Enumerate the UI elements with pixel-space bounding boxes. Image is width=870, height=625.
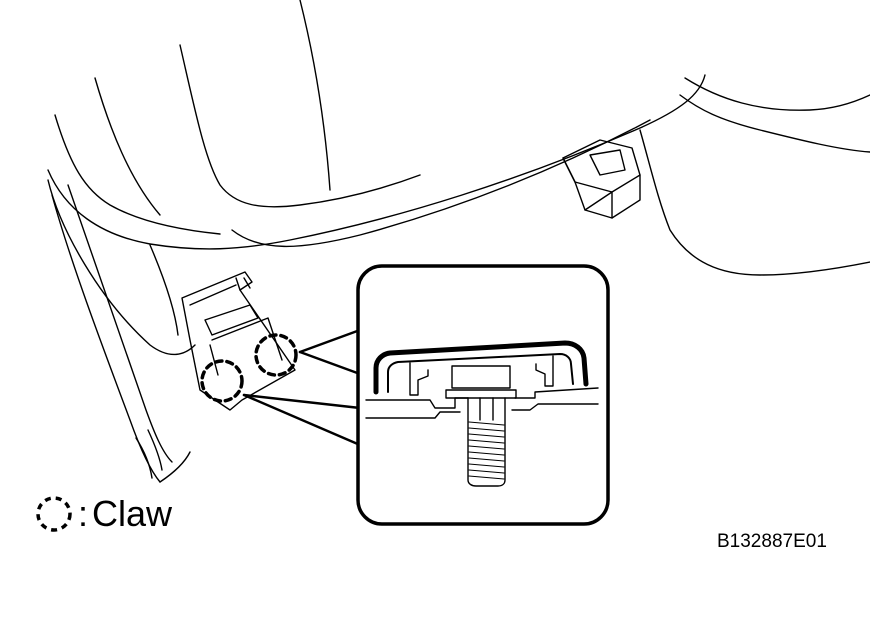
- claw-circle-lower: [200, 359, 244, 403]
- claw-circle-upper: [254, 333, 298, 377]
- callout-leaders: [242, 328, 362, 447]
- rear-floor-bracket: [562, 77, 870, 276]
- detail-clip-section: [365, 340, 599, 487]
- bolt-thread: [468, 421, 505, 480]
- legend-separator: :: [78, 493, 89, 534]
- dashed-circle-icon: [36, 496, 72, 532]
- legend-label: Claw: [92, 493, 173, 534]
- seat-rail: [51, 184, 191, 483]
- legend: : Claw: [34, 494, 172, 534]
- seat-cushion: [47, 0, 706, 356]
- detail-callout-box: [356, 264, 610, 526]
- clip-part: [181, 271, 296, 411]
- figure-id: B132887E01: [717, 531, 827, 552]
